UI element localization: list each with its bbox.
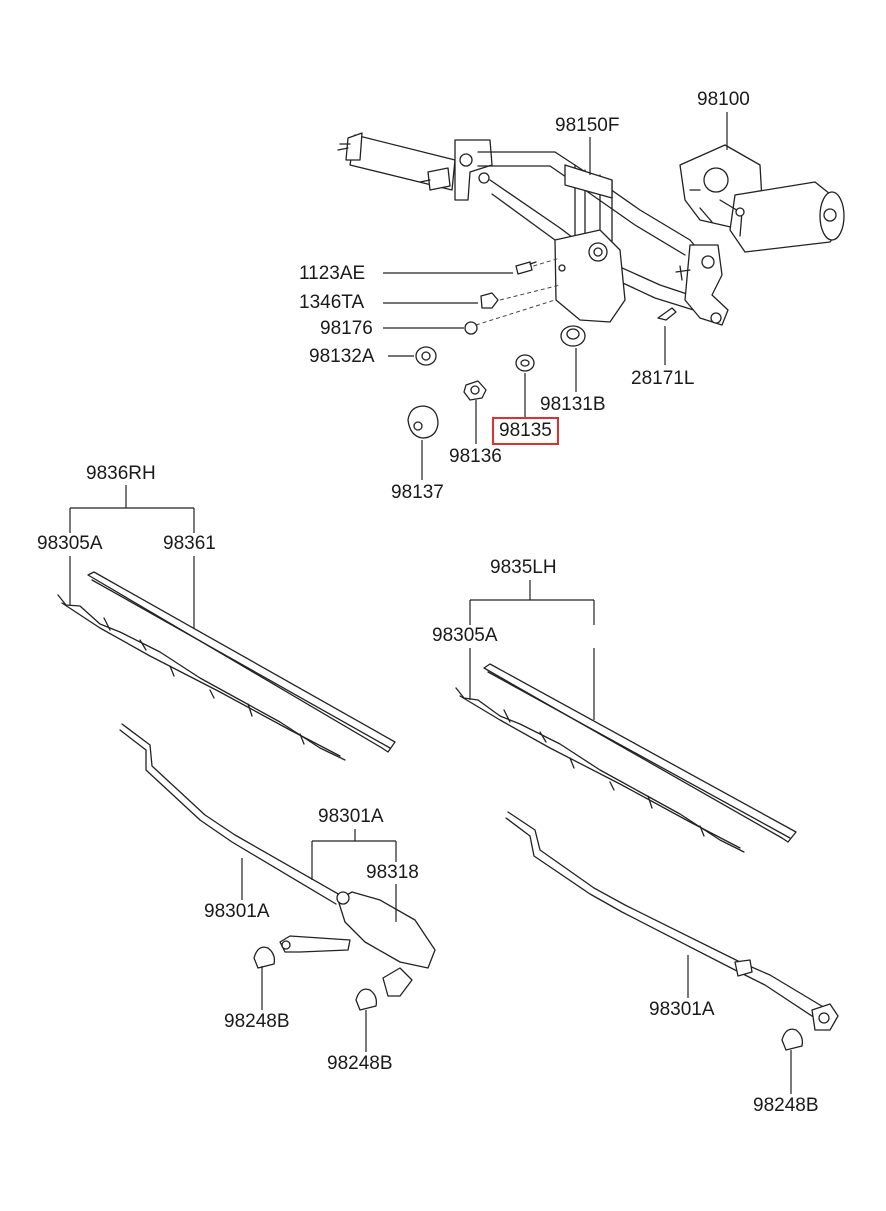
part-label-98137[interactable]: 98137 <box>391 482 444 503</box>
part-label-98248B-2[interactable]: 98248B <box>327 1053 393 1074</box>
part-label-98301A-rh-arm[interactable]: 98301A <box>204 901 270 922</box>
part-label-98248B-3[interactable]: 98248B <box>753 1095 819 1116</box>
part-label-1346TA[interactable]: 1346TA <box>299 292 365 313</box>
blade-rh-drawing <box>57 571 396 761</box>
part-label-98301A-lh-arm[interactable]: 98301A <box>649 999 715 1020</box>
arm-rh-drawing <box>119 723 436 1011</box>
part-label-98131B[interactable]: 98131B <box>540 394 606 415</box>
part-label-1123AE[interactable]: 1123AE <box>299 263 366 284</box>
part-label-98136[interactable]: 98136 <box>449 446 502 467</box>
part-label-98305A-lh[interactable]: 98305A <box>432 625 498 646</box>
part-label-98318[interactable]: 98318 <box>366 862 419 883</box>
part-label-98305A-rh[interactable]: 98305A <box>37 533 103 554</box>
arm-lh-drawing <box>505 811 839 1051</box>
leader-lines <box>69 112 792 1094</box>
part-label-98132A[interactable]: 98132A <box>309 346 375 367</box>
wiper-linkage-drawing <box>337 132 729 326</box>
part-label-98100[interactable]: 98100 <box>697 89 750 110</box>
part-label-9836RH[interactable]: 9836RH <box>86 463 156 484</box>
part-label-98301A-top[interactable]: 98301A <box>318 806 384 827</box>
blade-lh-drawing <box>455 663 797 853</box>
part-label-28171L[interactable]: 28171L <box>631 368 695 389</box>
part-label-98361[interactable]: 98361 <box>163 533 216 554</box>
wiper-motor-drawing <box>679 144 845 253</box>
part-label-9835LH[interactable]: 9835LH <box>490 557 557 578</box>
part-label-98135-highlighted[interactable]: 98135 <box>492 417 559 445</box>
part-label-98176[interactable]: 98176 <box>320 318 373 339</box>
part-label-98248B-1[interactable]: 98248B <box>224 1011 290 1032</box>
part-label-98150F[interactable]: 98150F <box>555 115 620 136</box>
hardware-drawing <box>407 261 677 439</box>
